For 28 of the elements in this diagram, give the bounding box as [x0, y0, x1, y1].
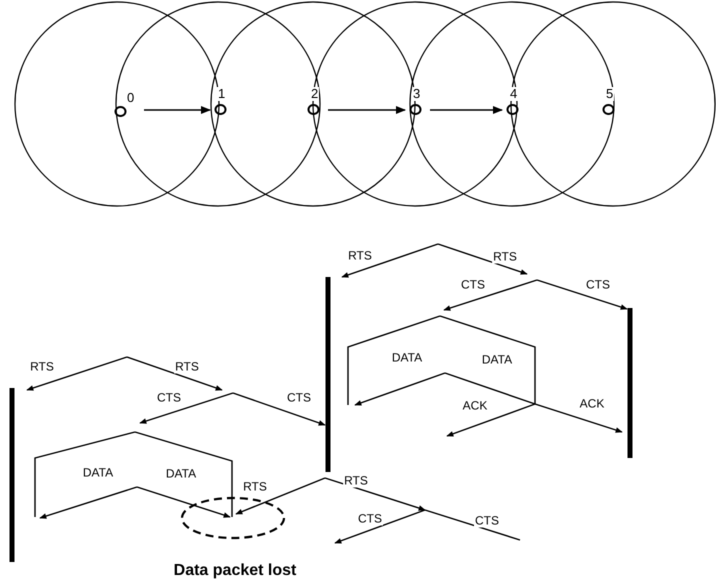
message-label: CTS [156, 392, 182, 404]
message-label: DATA [82, 466, 114, 480]
message-label: DATA [480, 354, 514, 366]
message-label: RTS [174, 360, 200, 374]
message-label: RTS [492, 250, 518, 264]
message-label: CTS [474, 514, 500, 528]
node-number: 5 [605, 87, 614, 101]
message-label: ACK [462, 400, 488, 412]
message-label: RTS [242, 480, 268, 494]
message-label: RTS [343, 474, 369, 488]
message-label: CTS [286, 392, 312, 404]
arrow [144, 106, 211, 114]
node-number: 4 [509, 87, 518, 101]
message-label: DATA [390, 352, 424, 364]
message-label: RTS [347, 250, 373, 262]
node-number: 3 [412, 87, 422, 101]
arrow [430, 106, 503, 114]
node-number: 1 [217, 87, 226, 101]
message-label: CTS [585, 278, 611, 292]
message-label: RTS [29, 360, 55, 374]
message-label: DATA [164, 468, 198, 480]
message-label: CTS [357, 512, 383, 526]
message-label: CTS [460, 278, 486, 292]
arrow [328, 106, 406, 114]
message-label: ACK [578, 398, 606, 410]
node-number: 2 [310, 87, 320, 101]
node-number: 0 [126, 91, 136, 105]
caption-note: Data packet lost [172, 562, 298, 580]
